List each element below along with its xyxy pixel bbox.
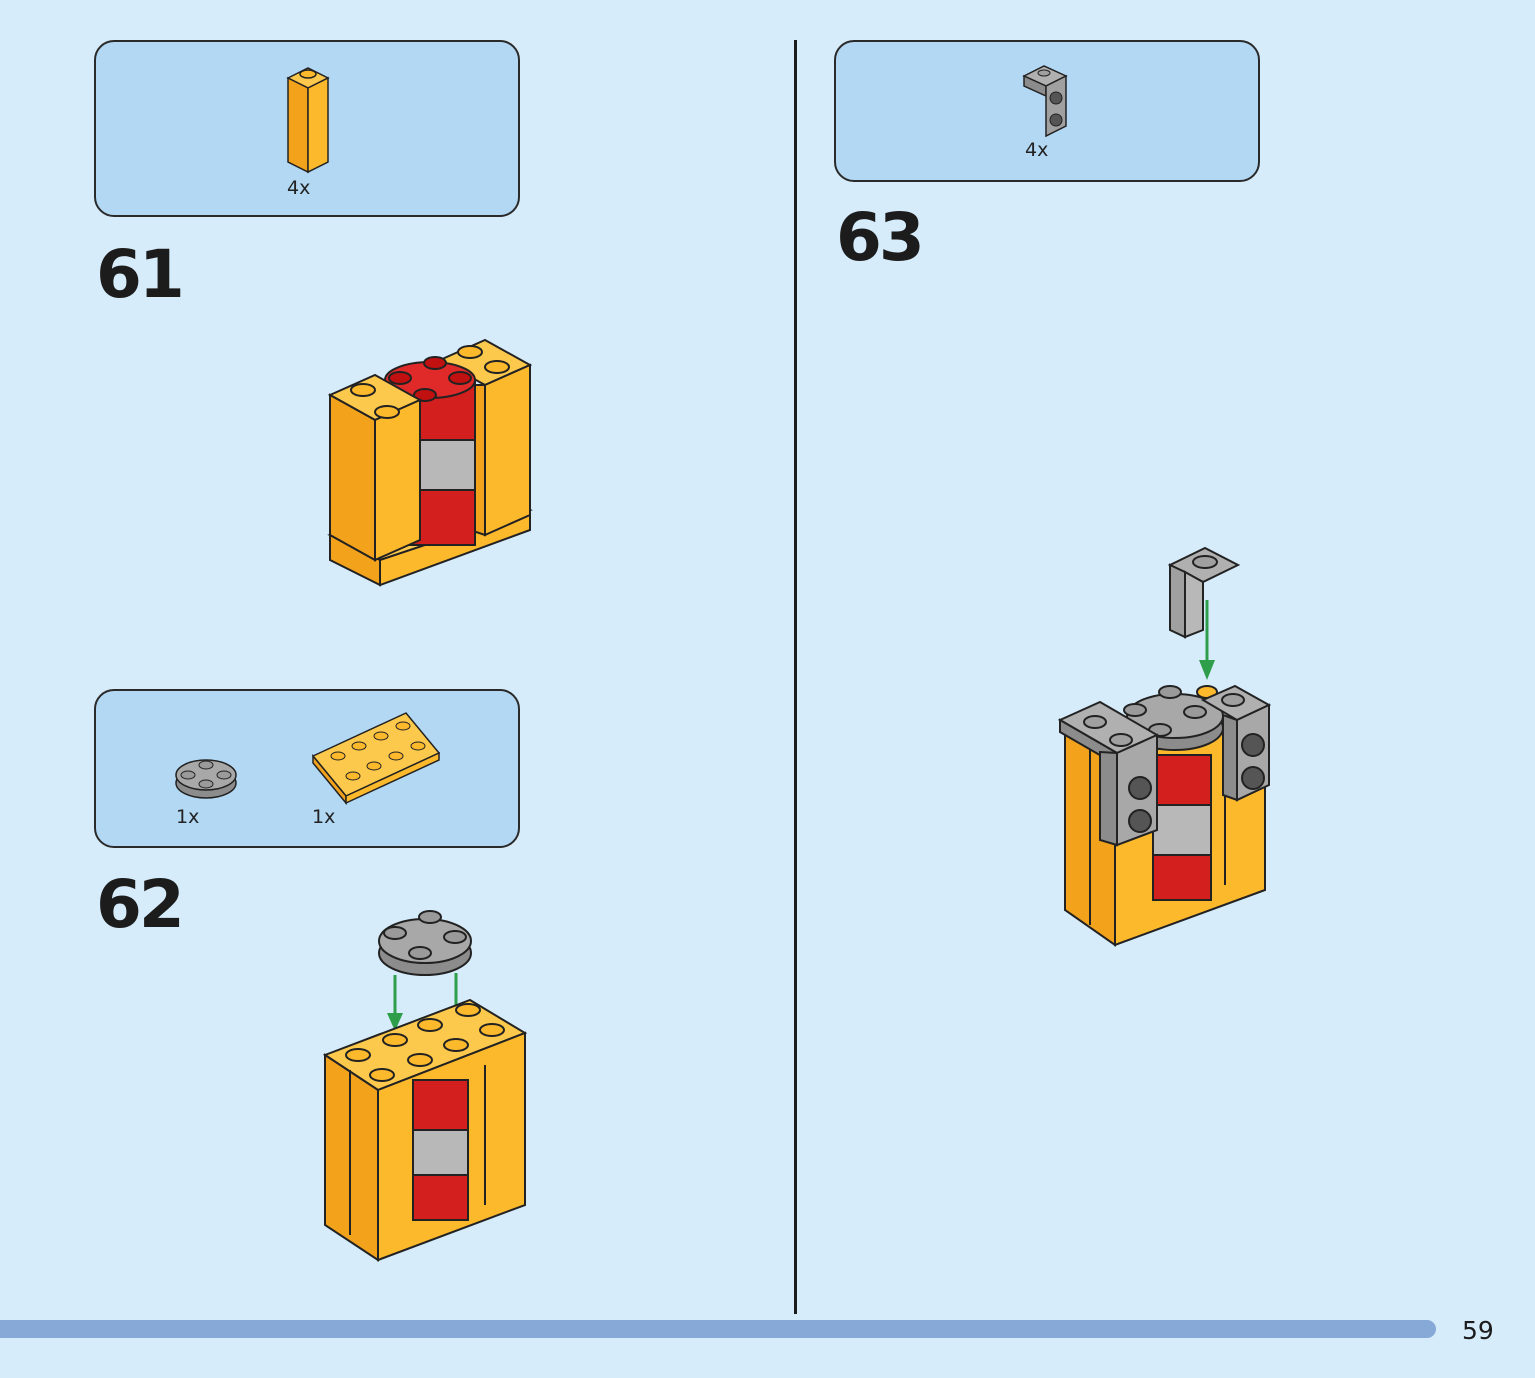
parts-box-step-61: 4x bbox=[94, 40, 520, 217]
step-number: 63 bbox=[836, 199, 925, 276]
part-qty: 1x bbox=[312, 806, 336, 828]
part-qty: 4x bbox=[1025, 139, 1049, 161]
column-divider bbox=[794, 40, 797, 1314]
parts-box-step-62: 1x 1x bbox=[94, 689, 520, 848]
progress-bar bbox=[0, 1320, 1436, 1338]
step-61-model-illustration bbox=[327, 338, 533, 587]
part-qty: 4x bbox=[287, 177, 311, 199]
gray-bracket-icon bbox=[1022, 65, 1068, 138]
page-number: 59 bbox=[1462, 1316, 1494, 1345]
step-62-model-illustration bbox=[322, 910, 528, 1262]
tall-yellow-brick-icon bbox=[286, 67, 330, 174]
step-number: 62 bbox=[96, 866, 185, 943]
parts-box-step-63: 4x bbox=[834, 40, 1260, 182]
part-qty: 1x bbox=[176, 806, 200, 828]
step-number: 61 bbox=[96, 236, 185, 313]
yellow-plate-with-holes-icon bbox=[311, 712, 441, 806]
round-gray-plate-icon bbox=[175, 759, 237, 799]
step-63-model-illustration bbox=[1057, 546, 1272, 947]
